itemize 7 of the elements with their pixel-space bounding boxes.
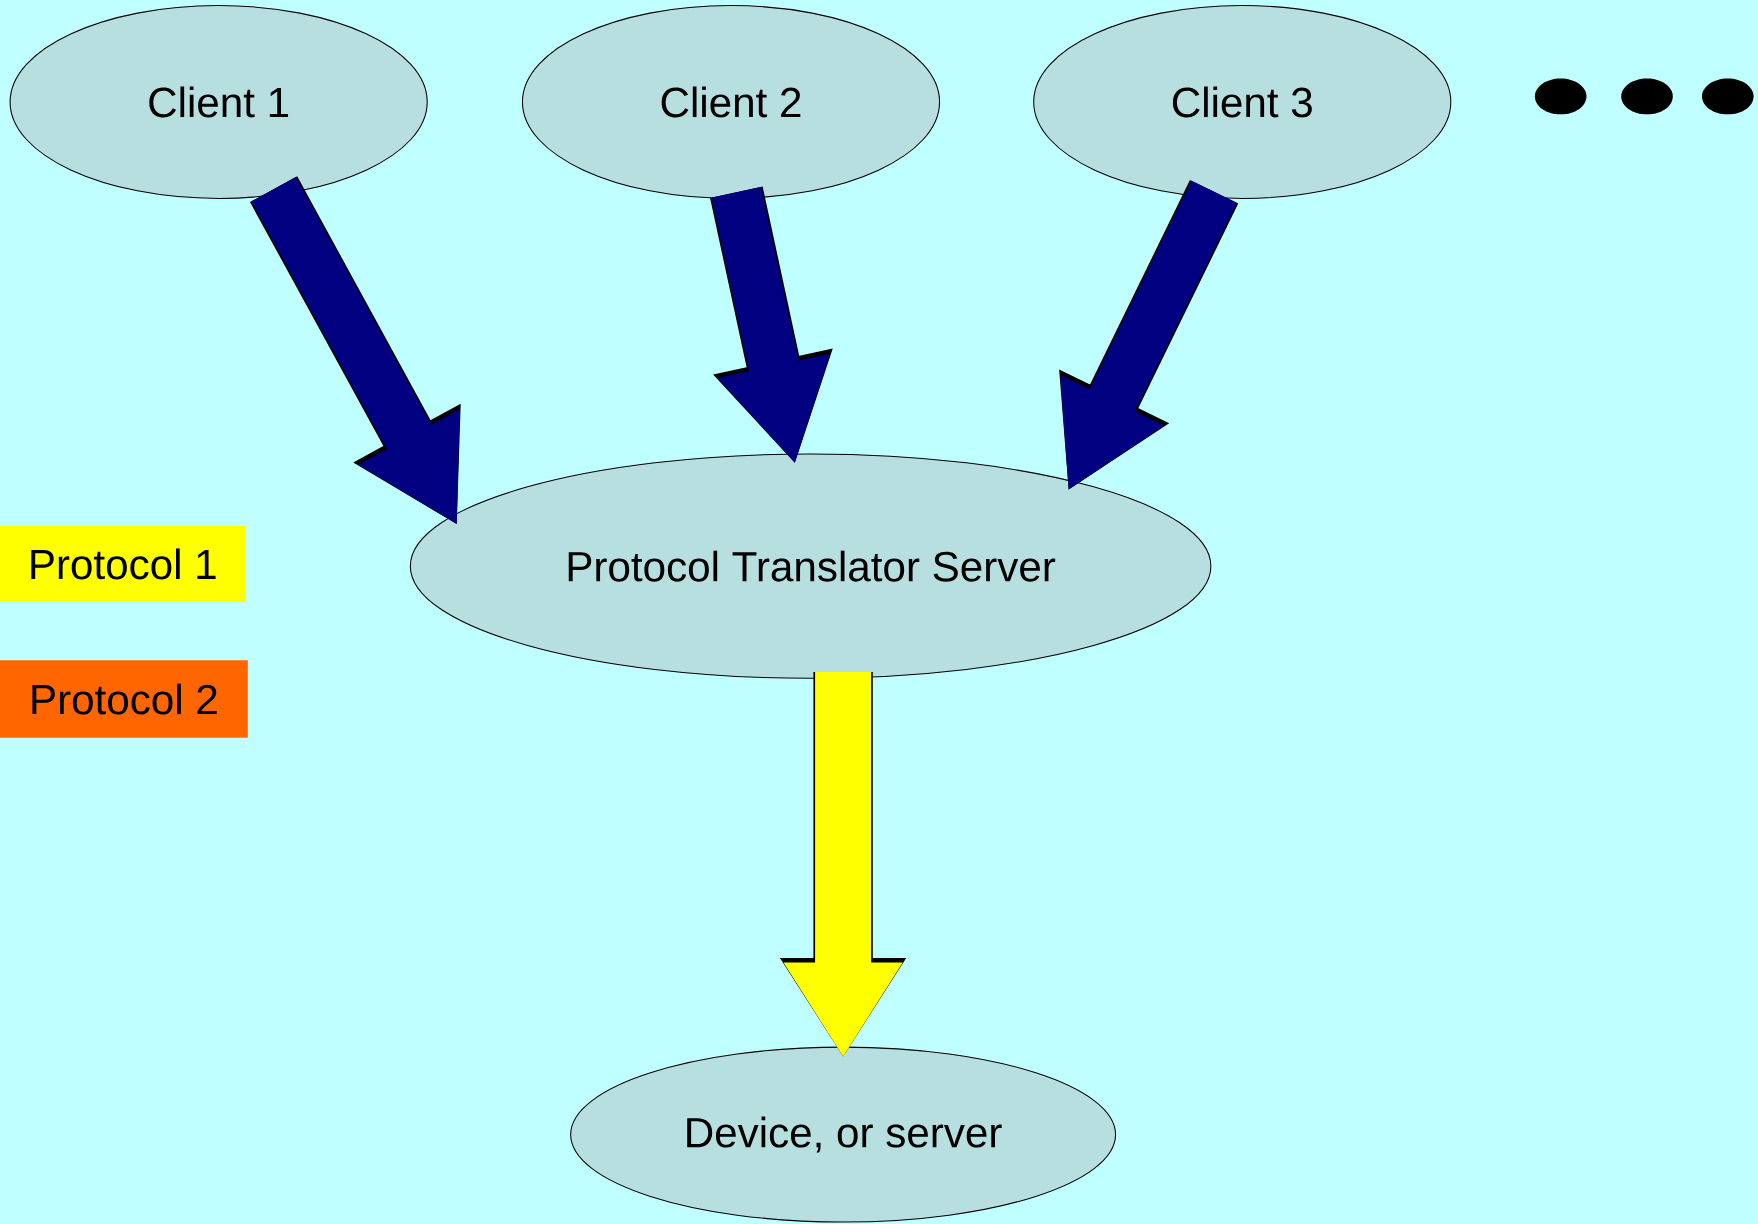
- ellipse-node: Device, or server: [570, 1046, 1117, 1223]
- ellipse-node: Client 1: [9, 4, 428, 199]
- ellipse-node: Client 2: [521, 4, 941, 199]
- ellipse-node: Protocol Translator Server: [409, 453, 1212, 679]
- legend-item: Protocol 2: [0, 660, 248, 738]
- legend-item: Protocol 1: [0, 525, 246, 602]
- ellipse-node: Client 3: [1033, 4, 1452, 199]
